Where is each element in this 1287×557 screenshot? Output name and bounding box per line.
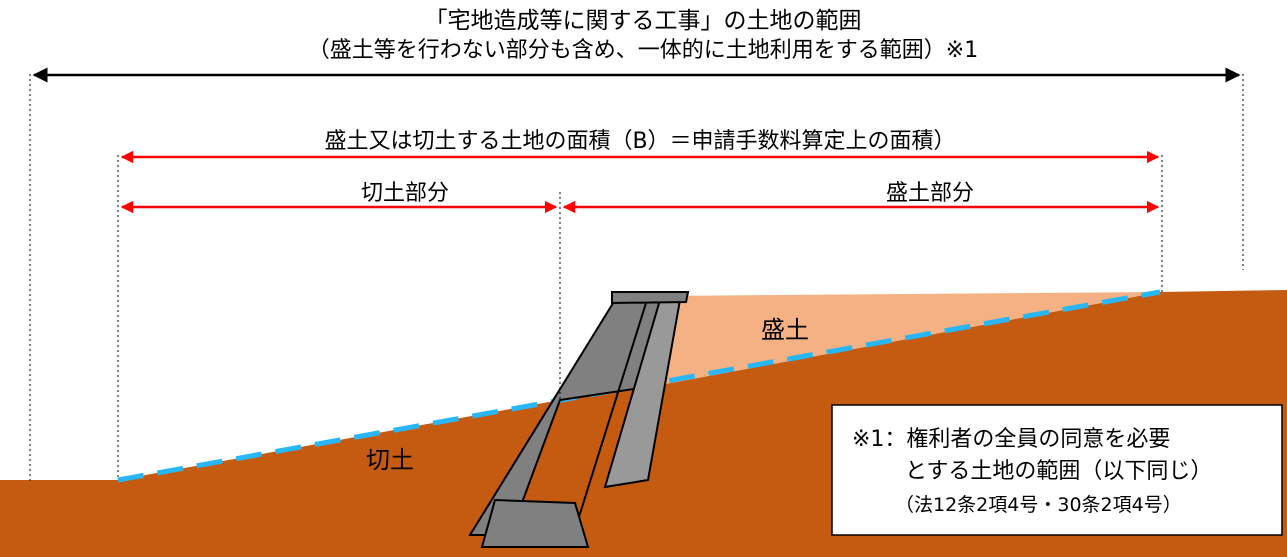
cut-part-label: 切土部分: [361, 181, 449, 206]
fill-label: 盛土: [761, 316, 809, 344]
header-line2: （盛土等を行わない部分も含め、一体的に土地利用をする範囲）※1: [308, 38, 978, 63]
fill-part-label: 盛土部分: [886, 181, 974, 206]
note-line2: とする土地の範囲（以下同じ）: [905, 459, 1212, 484]
note-box: [831, 404, 1283, 536]
note-line1: ※1：権利者の全員の同意を必要: [852, 427, 1170, 452]
area-b-label: 盛土又は切土する土地の面積（B）＝申請手数料算定上の面積）: [324, 129, 955, 154]
guide-lines: [29, 74, 1244, 482]
retaining-wall: [468, 291, 690, 548]
note-line3: （法12条2項4号・30条2項4号）: [895, 494, 1182, 516]
cut-label: 切土: [366, 446, 414, 474]
header-line1: 「宅地造成等に関する工事」の土地の範囲: [425, 8, 862, 34]
